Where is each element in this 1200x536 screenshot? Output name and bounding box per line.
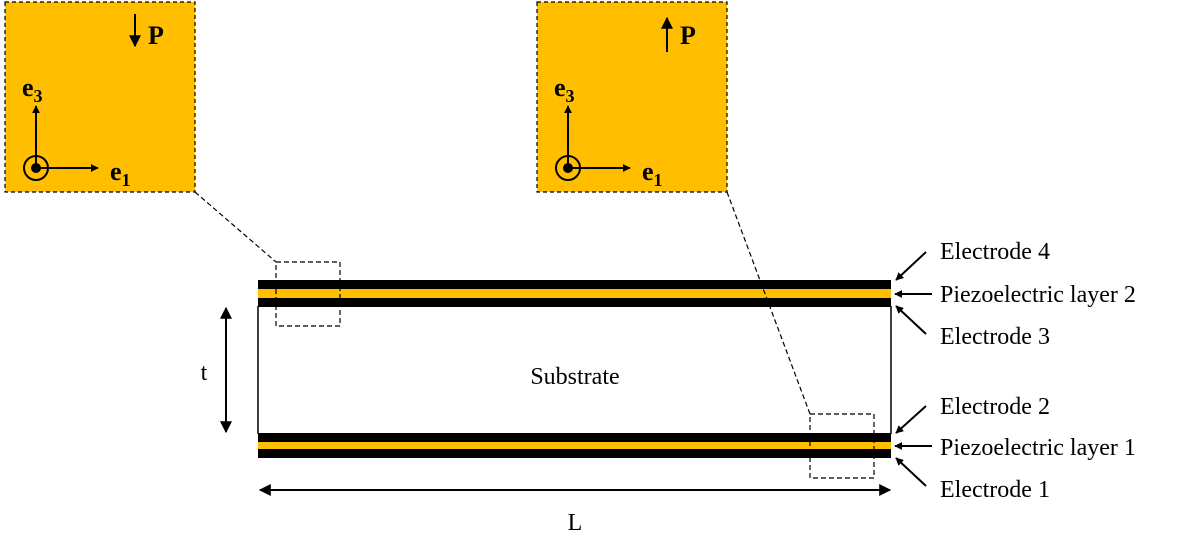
e2-out-of-plane-dot-icon <box>31 163 41 173</box>
inset-right: P e3 e1 <box>536 1 728 193</box>
zoom-box-left <box>275 261 341 327</box>
length-label: L <box>568 510 583 536</box>
zoom-indicators <box>194 191 875 479</box>
electrode-3-label: Electrode 3 <box>940 324 1050 350</box>
electrode-2-pointer-icon <box>895 405 927 434</box>
electrode-1-pointer-icon <box>895 457 927 487</box>
polarization-label-right: P <box>680 21 696 50</box>
electrode-1-label: Electrode 1 <box>940 477 1050 503</box>
electrode-2-label: Electrode 2 <box>940 394 1050 420</box>
e1-label-left: e1 <box>110 157 131 190</box>
piezoelectric-layer-2-label: Piezoelectric layer 2 <box>940 282 1136 308</box>
zoom-connector-left <box>194 191 277 263</box>
piezoelectric-layer-1 <box>258 442 891 449</box>
electrode-4 <box>258 280 891 289</box>
inset-left: P e3 e1 <box>4 1 196 193</box>
electrode-2 <box>258 433 891 442</box>
piezoelectric-layer-1-label: Piezoelectric layer 1 <box>940 435 1136 461</box>
thickness-label: t <box>201 360 208 386</box>
electrode-1 <box>258 449 891 458</box>
dimensions: t L <box>201 306 892 536</box>
electrode-3 <box>258 298 891 307</box>
electrode-3-pointer-icon <box>895 305 927 335</box>
e2-out-of-plane-dot-icon <box>563 163 573 173</box>
e2-out-of-plane-icon <box>23 155 49 181</box>
layer-annotations: Electrode 4 Piezoelectric layer 2 Electr… <box>894 239 1136 503</box>
beam: Substrate <box>257 280 892 458</box>
polarization-label-left: P <box>148 21 164 50</box>
electrode-4-pointer-icon <box>895 251 927 281</box>
zoom-box-right <box>809 413 875 479</box>
e3-label-left: e3 <box>22 73 43 106</box>
piezoelectric-layer-2 <box>258 289 891 298</box>
e2-out-of-plane-icon <box>555 155 581 181</box>
e1-label-right: e1 <box>642 157 663 190</box>
substrate-label: Substrate <box>530 364 619 390</box>
e3-label-right: e3 <box>554 73 575 106</box>
electrode-4-label: Electrode 4 <box>940 239 1050 265</box>
